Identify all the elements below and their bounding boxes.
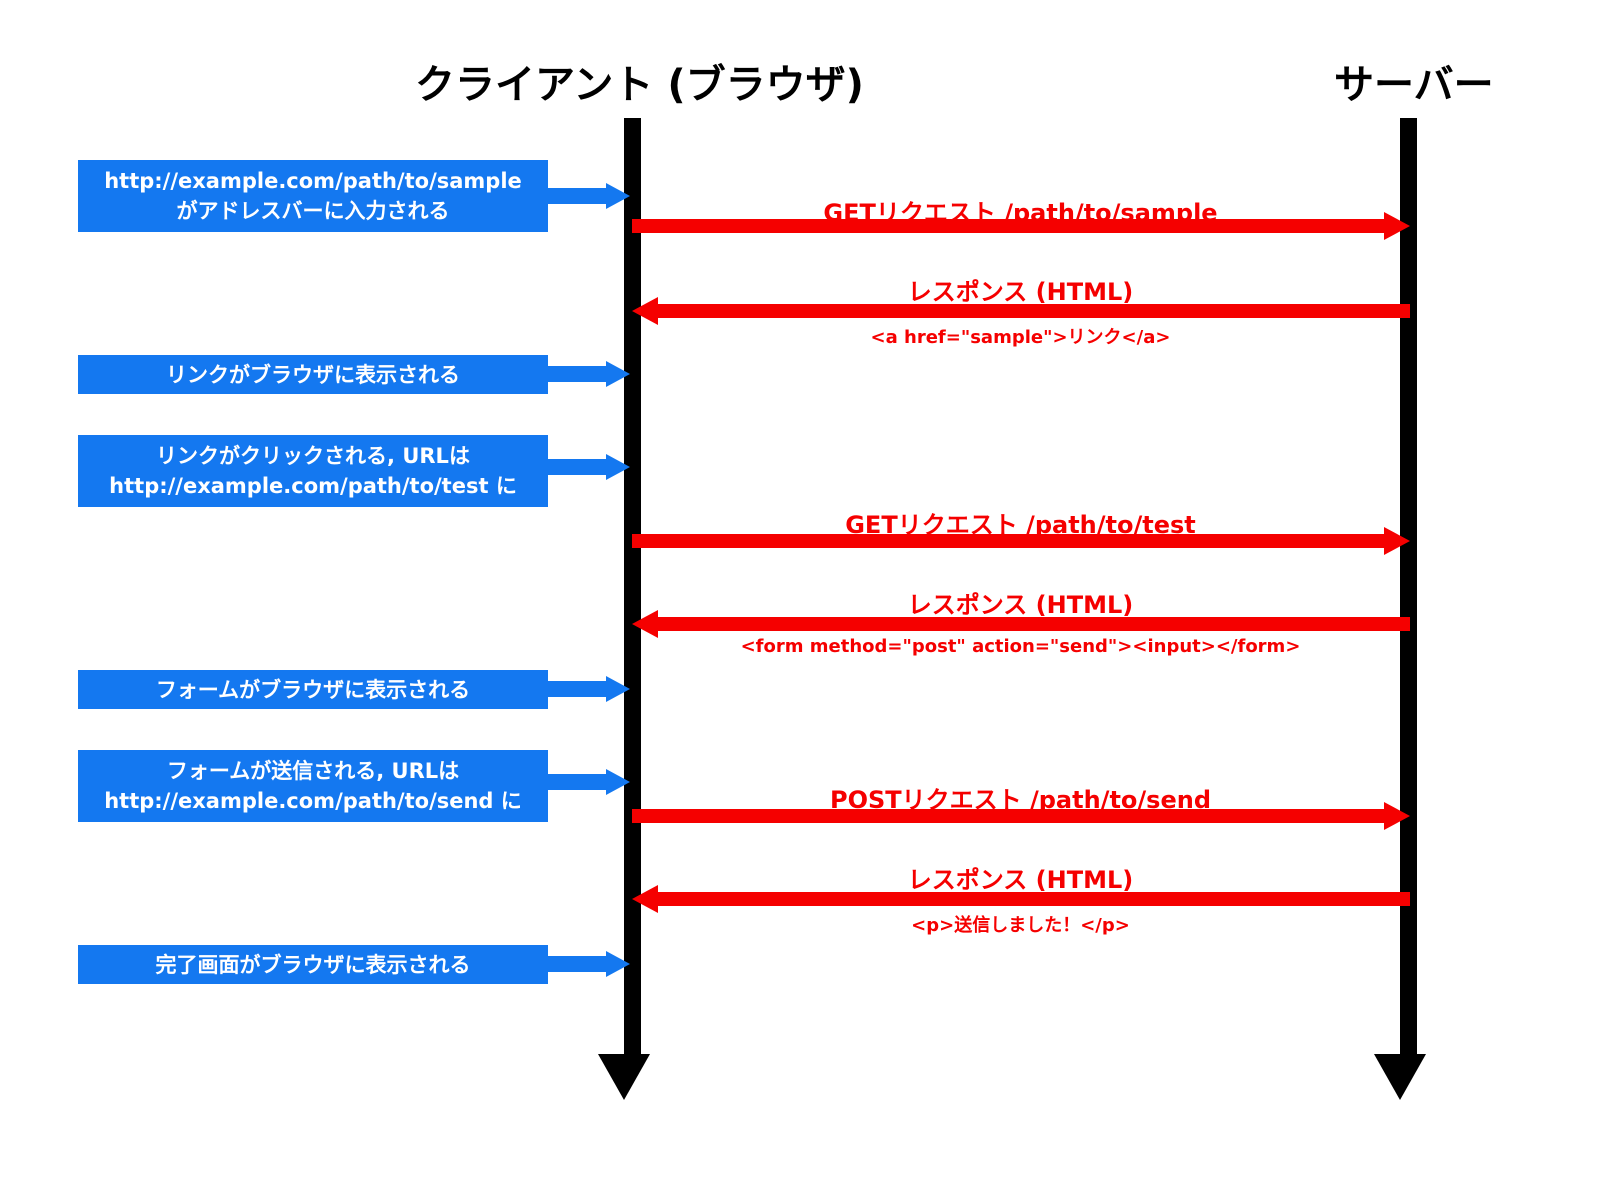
message-sublabel-response-sample: <a href="sample">リンク</a>	[870, 327, 1171, 348]
arrow-head-icon	[606, 454, 630, 480]
note-line: フォームが送信される, URLは	[166, 759, 460, 783]
arrow-shaft	[632, 809, 1386, 823]
arrow-shaft	[548, 188, 608, 204]
lifeline-client-arrowhead-icon	[598, 1054, 650, 1100]
lifeline-server-arrowhead-icon	[1374, 1054, 1426, 1100]
note-arrow-link-displayed	[548, 361, 630, 387]
note-link-displayed: リンクがブラウザに表示される	[78, 355, 548, 394]
arrow-shaft	[656, 617, 1410, 631]
message-sublabel-response-test: <form method="post" action="send"><input…	[740, 636, 1301, 657]
arrow-shaft	[656, 304, 1410, 318]
arrow-shaft	[548, 366, 608, 382]
arrow-head-icon	[1384, 802, 1410, 830]
note-line: がアドレスバーに入力される	[176, 199, 450, 223]
arrow-head-icon	[606, 769, 630, 795]
arrow-head-icon	[632, 610, 658, 638]
arrow-shaft	[548, 774, 608, 790]
note-line: リンクがブラウザに表示される	[166, 362, 460, 387]
note-url-entered: http://example.com/path/to/sample がアドレスバ…	[78, 160, 548, 232]
note-arrow-form-submitted	[548, 769, 630, 795]
note-arrow-form-displayed	[548, 676, 630, 702]
arrow-shaft	[548, 459, 608, 475]
arrow-shaft	[548, 956, 608, 972]
note-line: フォームがブラウザに表示される	[155, 677, 471, 702]
note-arrow-complete-displayed	[548, 951, 630, 977]
note-complete-displayed: 完了画面がブラウザに表示される	[78, 945, 548, 984]
arrow-shaft	[632, 534, 1386, 548]
note-line: http://example.com/path/to/sample	[104, 169, 522, 193]
message-arrow-response-send	[632, 885, 1410, 913]
note-form-displayed: フォームがブラウザに表示される	[78, 670, 548, 709]
note-line: http://example.com/path/to/send に	[104, 789, 522, 813]
arrow-shaft	[548, 681, 608, 697]
message-arrow-get-test	[632, 527, 1410, 555]
message-arrow-response-sample	[632, 297, 1410, 325]
note-form-submitted: フォームが送信される, URLは http://example.com/path…	[78, 750, 548, 822]
message-arrow-response-test	[632, 610, 1410, 638]
actor-label-client: クライアント (ブラウザ)	[415, 62, 864, 108]
arrow-head-icon	[632, 885, 658, 913]
arrow-head-icon	[606, 183, 630, 209]
note-line: http://example.com/path/to/test に	[109, 474, 517, 498]
message-label-response-test: レスポンス (HTML)	[907, 591, 1134, 619]
note-link-clicked: リンクがクリックされる, URLは http://example.com/pat…	[78, 435, 548, 507]
arrow-head-icon	[1384, 212, 1410, 240]
message-label-response-sample: レスポンス (HTML)	[907, 278, 1134, 306]
lifeline-client	[624, 118, 641, 1058]
arrow-head-icon	[606, 951, 630, 977]
message-arrow-get-sample	[632, 212, 1410, 240]
arrow-head-icon	[632, 297, 658, 325]
arrow-head-icon	[606, 676, 630, 702]
message-sublabel-response-send: <p>送信しました！</p>	[911, 915, 1130, 936]
note-arrow-url-entered	[548, 183, 630, 209]
arrow-head-icon	[1384, 527, 1410, 555]
arrow-head-icon	[606, 361, 630, 387]
message-label-response-send: レスポンス (HTML)	[907, 866, 1134, 894]
note-arrow-link-clicked	[548, 454, 630, 480]
arrow-shaft	[632, 219, 1386, 233]
actor-label-server: サーバー	[1334, 62, 1494, 108]
arrow-shaft	[656, 892, 1410, 906]
note-line: 完了画面がブラウザに表示される	[155, 952, 471, 977]
note-line: リンクがクリックされる, URLは	[156, 444, 470, 468]
message-arrow-post-send	[632, 802, 1410, 830]
